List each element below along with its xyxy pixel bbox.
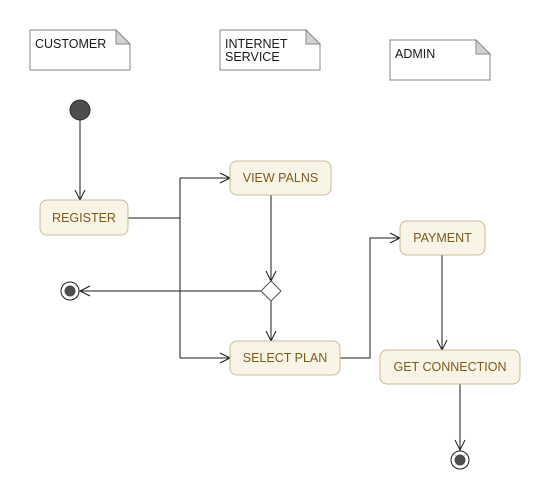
flow-payment-to-get-connection — [436, 255, 448, 352]
flow-to-view-plans — [180, 172, 232, 184]
activity-register: REGISTER — [39, 199, 129, 236]
note-internet-service-line1: INTERNET — [225, 37, 288, 51]
activity-payment: PAYMENT — [399, 220, 486, 256]
flow-view-plans-to-decision — [265, 195, 277, 283]
activity-select-plan: SELECT PLAN — [229, 340, 341, 376]
flow-register-split — [128, 178, 181, 358]
final-node-bottom — [450, 450, 470, 470]
activity-view-plans-label: VIEW PALNS — [243, 171, 318, 185]
activity-register-label: REGISTER — [52, 211, 116, 225]
flow-select-plan-to-payment — [340, 232, 402, 359]
flow-start-to-register — [74, 120, 86, 202]
note-customer: CUSTOMER — [29, 28, 132, 71]
flow-to-select-plan — [180, 352, 232, 364]
activity-get-connection-label: GET CONNECTION — [394, 360, 507, 374]
activity-get-connection: GET CONNECTION — [379, 349, 521, 385]
note-admin-label: ADMIN — [395, 47, 435, 61]
final-node-left — [60, 281, 80, 301]
flow-decision-to-end — [78, 285, 261, 297]
initial-node — [69, 99, 91, 121]
note-internet-service-line2: SERVICE — [225, 50, 280, 64]
flow-decision-to-select-plan — [265, 301, 277, 343]
flow-get-connection-to-end — [454, 384, 466, 452]
activity-select-plan-label: SELECT PLAN — [243, 351, 328, 365]
note-customer-label: CUSTOMER — [35, 37, 106, 51]
decision-node — [260, 280, 282, 302]
activity-view-plans: VIEW PALNS — [229, 160, 332, 196]
note-admin: ADMIN — [389, 38, 492, 81]
activity-payment-label: PAYMENT — [413, 231, 472, 245]
note-internet-service: INTERNET SERVICE — [219, 28, 322, 71]
